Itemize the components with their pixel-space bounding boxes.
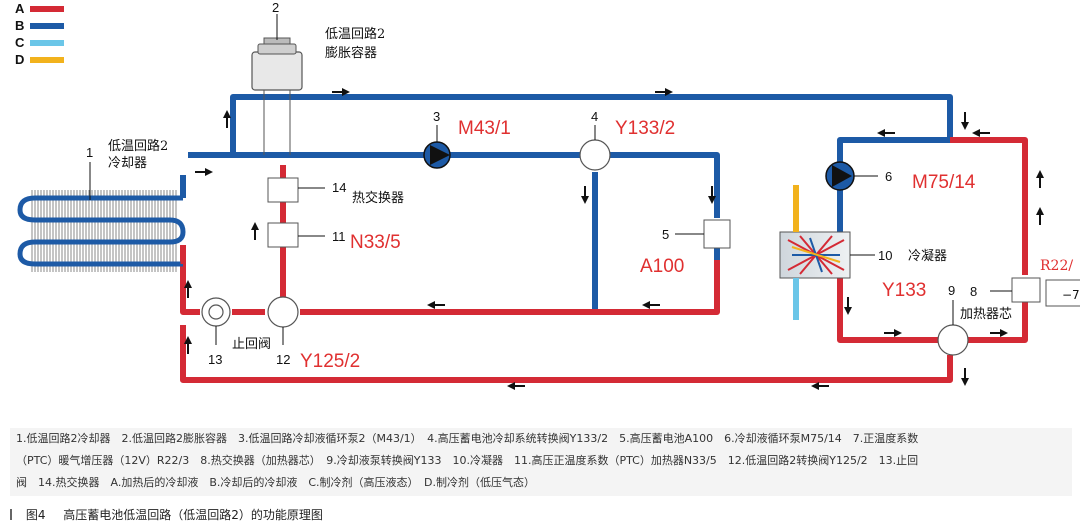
caption-box: 1.低温回路2冷却器 2.低温回路2膨胀容器 3.低温回路冷却液循环泵2（M43… [10, 428, 1072, 496]
label-radiator: 低温回路2 冷却器 [108, 138, 172, 171]
label-n8: 8 [970, 284, 977, 299]
legend-swatch-b [30, 23, 64, 29]
label-n5: 5 [662, 227, 669, 242]
valve-4-body [579, 139, 611, 171]
figure-title-bar [10, 509, 12, 520]
legend-letter-b: B [15, 18, 24, 33]
label-n4: 4 [591, 109, 598, 124]
pipe-blue-radiator-out [188, 152, 720, 218]
label-expansion-line2: 膨胀容器 [325, 45, 377, 61]
pump-6 [825, 161, 878, 191]
condenser-10-coils-refrigerant [791, 246, 841, 263]
label-heat-exchanger: 热交换器 [352, 190, 404, 206]
pipe-blue-top [230, 94, 953, 155]
label-expansion-line1: 低温回路2 [325, 26, 385, 42]
label-condenser: 冷凝器 [908, 248, 947, 264]
radiator-coil [17, 195, 186, 267]
legend-item-b: B [15, 18, 64, 33]
label-n11: 11 [332, 229, 346, 244]
code-y133-2: Y133/2 [615, 118, 675, 139]
code-y125: Y125/2 [300, 351, 360, 372]
valve-4 [579, 125, 611, 171]
caption-line-3: 阀 14.热交换器 A.加热后的冷却液 B.冷却后的冷却液 C.制冷剂（高压液态… [16, 476, 536, 489]
valve-12 [267, 296, 299, 328]
legend-item-c: C [15, 35, 64, 50]
ptc-heater-11-box [267, 222, 299, 248]
expansion-tank [251, 14, 303, 155]
code-m75: M75/14 [912, 172, 976, 193]
legend: A B C D [15, 1, 64, 67]
figure-title-text: 高压蓄电池低温回路（低温回路2）的功能原理图 [63, 508, 323, 522]
label-n1: 1 [86, 145, 93, 160]
legend-letter-d: D [15, 52, 24, 67]
pipe-red-bottom [180, 325, 953, 383]
legend-item-a: A [15, 1, 64, 16]
code-r22: R22/ [1040, 258, 1073, 274]
label-n10: 10 [878, 248, 892, 263]
figure-title: 图4 高压蓄电池低温回路（低温回路2）的功能原理图 [10, 506, 323, 523]
valve-12-body [267, 296, 299, 328]
number-labels: 1 2 3 4 5 6 8 9 10 11 12 13 14 [86, 0, 977, 367]
legend-swatch-d [30, 57, 64, 63]
label-check-valve: 止回阀 [232, 337, 271, 352]
expansion-tank-body [251, 51, 303, 91]
radiator-fins [31, 190, 177, 272]
pump-3-triangle [430, 145, 450, 165]
pipe-red-outer-right [968, 295, 1028, 343]
legend-swatch-c [30, 40, 64, 46]
label-n14: 14 [332, 180, 346, 195]
check-valve-13-body [201, 297, 231, 327]
label-n13: 13 [208, 352, 222, 367]
caption-line-2: （PTC）暖气增压器（12V）R22/3 8.热交换器（加热器芯） 9.冷却液泵… [16, 454, 919, 467]
ptc-heater-7 [1045, 279, 1080, 307]
battery-5 [675, 219, 731, 249]
legend-item-d: D [15, 52, 64, 67]
code-m43: M43/1 [458, 118, 511, 139]
battery-5-box [703, 219, 731, 249]
pump-3 [423, 125, 451, 169]
label-n3: 3 [433, 109, 440, 124]
heat-exchanger-14 [267, 177, 325, 203]
label-heater-core: 加热器芯 [960, 307, 1012, 322]
valve-9 [937, 300, 969, 356]
label-radiator-line1: 低温回路2 [108, 138, 168, 154]
pump-6-triangle [832, 165, 852, 187]
label-n2: 2 [272, 0, 279, 15]
code-n33: N33/5 [350, 232, 401, 253]
ptc-heater-11 [267, 222, 325, 248]
heater-core-8 [990, 277, 1041, 303]
pipe-red-battery-return [300, 260, 720, 315]
label-radiator-line2: 冷却器 [108, 156, 147, 171]
ptc-heater-7-box [1045, 279, 1080, 307]
pipe-red-right-loop [837, 268, 938, 343]
radiator [17, 190, 186, 272]
legend-letter-c: C [15, 35, 25, 50]
coolant-circuit-diagram: A B C D [15, 0, 1080, 390]
pipe-blue-pump6 [837, 137, 950, 232]
label-n12: 12 [276, 352, 290, 367]
flow-arrows [184, 88, 1044, 390]
caption-line-1: 1.低温回路2冷却器 2.低温回路2膨胀容器 3.低温回路冷却液循环泵2（M43… [16, 432, 919, 445]
label-expansion: 低温回路2 膨胀容器 [325, 26, 389, 61]
pipe-red-top-right [950, 137, 1028, 275]
legend-letter-a: A [15, 1, 25, 16]
legend-swatch-a [30, 6, 64, 12]
code-y133: Y133 [882, 280, 926, 301]
pipe-red-radiator-in [180, 245, 200, 315]
figure-title-label: 图4 [25, 508, 46, 522]
component-labels: 低温回路2 冷却器 低温回路2 膨胀容器 热交换器 冷凝器 加热器芯 止回阀 [108, 26, 1012, 352]
label-n6: 6 [885, 169, 892, 184]
valve-9-body [937, 324, 969, 356]
heater-core-8-box [1011, 277, 1041, 303]
expansion-tank-cap [257, 43, 297, 55]
code-labels: M43/1 Y133/2 M75/14 N33/5 A100 Y133 Y125… [300, 118, 1080, 372]
label-n9: 9 [948, 283, 955, 298]
check-valve-13-inner [208, 304, 224, 320]
pipes [180, 94, 1028, 383]
code-a100: A100 [640, 256, 684, 277]
heat-exchanger-14-box [267, 177, 299, 203]
condenser-10 [779, 185, 875, 320]
check-valve-13 [201, 297, 231, 345]
code-r22-partial: −7 [1062, 288, 1080, 302]
